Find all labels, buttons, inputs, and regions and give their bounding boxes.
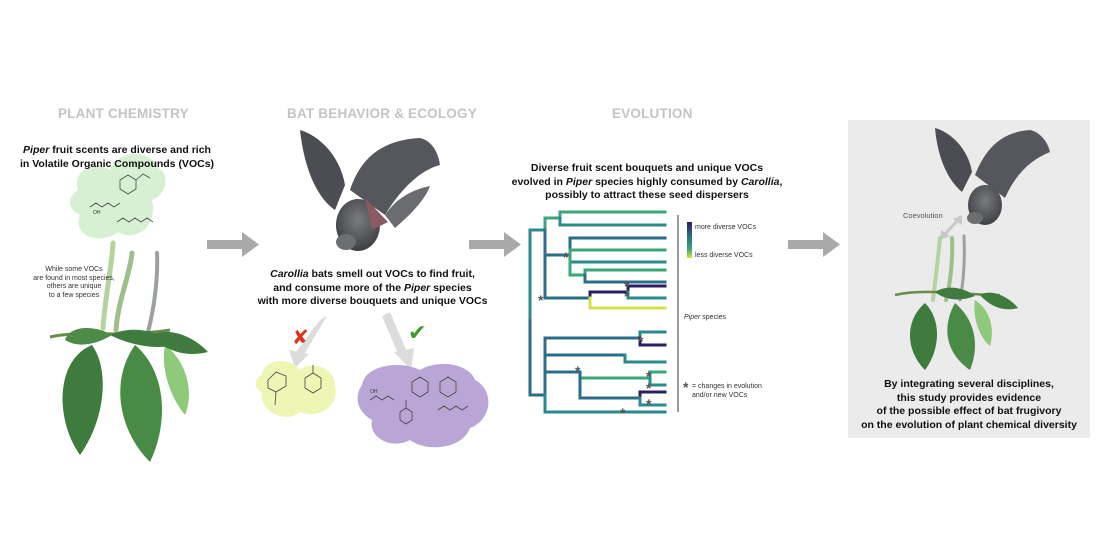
svg-text:*: * [575,363,581,379]
plant-chemistry-caption: Piper fruit scents are diverse and rich … [8,144,226,171]
svg-text:*: * [638,333,644,349]
note-line: to a few species [48,291,100,299]
label-text: species [700,314,727,321]
label-line: = changes in evolution [692,383,762,390]
piper-plant-right [894,234,1018,370]
change-legend-label: = changes in evolution and/or new VOCs [692,383,762,400]
preferred-voc-blob [357,363,489,448]
caption-italic-piper: Piper [565,175,593,188]
caption-italic-piper: Piper [23,144,50,156]
caption-line: of the possible effect of bat frugivory [876,405,1062,417]
caption-text: species [430,281,472,294]
bat-behavior-caption: Carollia bats smell out VOCs to find fru… [240,268,505,309]
bat-behavior-title: BAT BEHAVIOR & ECOLOGY [287,106,477,121]
flow-arrow-3 [788,232,840,257]
accept-mark: ✔ [408,321,427,346]
coevolution-arrow [940,215,962,240]
note-line: are found in most species, [33,274,115,282]
evolution-title: EVOLUTION [612,106,693,121]
caption-text: and consume more of the [273,281,404,294]
voc-distribution-note: While some VOCs are found in most specie… [22,266,126,300]
piper-species-label: Piper species [684,314,726,321]
caption-italic-carollia: Carollia [740,175,780,188]
caption-line: By integrating several disciplines, [884,378,1054,390]
voc-molecule-blob [70,153,166,239]
caption-text: possibly to attract these seed disperser… [545,189,749,201]
change-legend-mark: * [683,379,689,395]
bat-illustration-1 [300,130,440,251]
molecule-oh-label-2: OH [370,389,378,395]
reject-mark: ✘ [292,325,309,349]
caption-text: Diverse fruit scent bouquets and unique … [530,162,764,174]
svg-text:*: * [646,396,652,412]
flow-arrow-2 [469,232,521,257]
caption-line: this study provides evidence [896,391,1042,404]
reject-arrow [289,316,327,368]
note-line: While some VOCs [45,266,103,273]
note-line: others are unique [46,283,102,290]
diversity-color-legend [687,222,692,258]
caption-text: with more diverse bouquets and unique VO… [257,295,488,307]
legend-low-label: less diverse VOCs [695,252,753,259]
legend-high-label: more diverse VOCs [695,224,757,231]
piper-plant-left [49,240,208,462]
svg-text:*: * [620,405,626,421]
caption-italic-piper: Piper [403,281,431,294]
svg-text:*: * [646,368,652,384]
caption-text: evolved in [511,175,566,188]
caption-line: on the evolution of plant chemical diver… [861,418,1077,431]
molecule-oh-label-1: OH [93,210,101,216]
evolution-caption: Diverse fruit scent bouquets and unique … [500,162,794,203]
caption-text: bats smell out VOCs to find fruit, [308,268,475,280]
bat-illustration-2 [935,128,1050,225]
caption-text: , [779,175,783,188]
svg-text:*: * [624,278,630,294]
phylogenetic-tree [528,210,667,414]
svg-text:*: * [563,249,569,265]
label-line: and/or new VOCs [692,391,748,399]
coevolution-label: Coevolution [903,211,943,220]
accept-arrow [382,312,414,370]
svg-text:*: * [624,288,630,304]
plant-chemistry-title: PLANT CHEMISTRY [58,106,189,121]
rejected-voc-blob [255,360,336,417]
label-italic: Piper [684,314,701,321]
caption-text: species highly consumed by [592,175,741,188]
caption-text: in Volatile Organic Compounds (VOCs) [19,157,215,170]
conclusion-caption: By integrating several disciplines, this… [852,378,1086,432]
svg-text:*: * [538,292,544,308]
caption-italic-carollia: Carollia [270,268,309,280]
flow-arrow-1 [207,232,259,257]
caption-text: fruit scents are diverse and rich [49,144,211,156]
svg-text:*: * [646,380,652,396]
change-asterisks: *** *** *** * [538,249,652,421]
